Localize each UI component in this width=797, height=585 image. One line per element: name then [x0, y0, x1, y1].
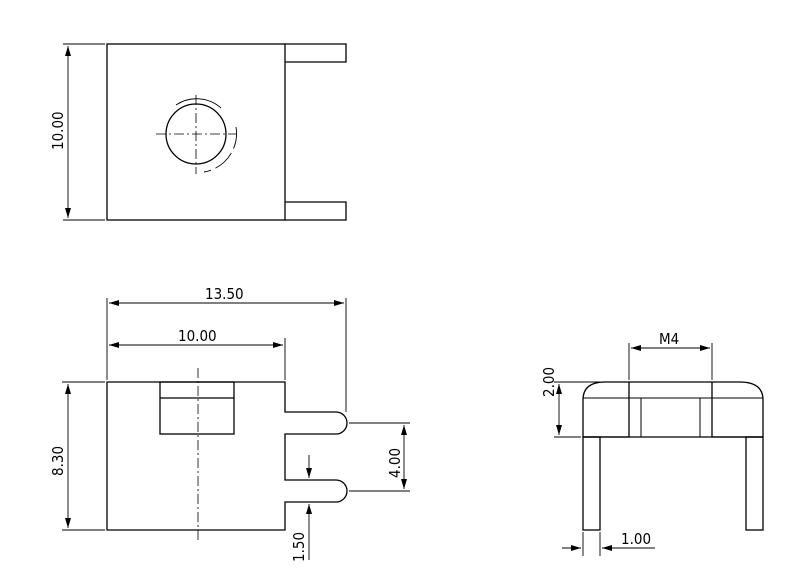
front-bore — [159, 381, 235, 435]
dim-top-height: 10.00 — [49, 111, 67, 150]
section-left-leg — [582, 436, 601, 531]
dim-slot-width: 1.50 — [290, 532, 308, 562]
section-right-leg — [745, 436, 764, 531]
thread-outer-arc — [203, 126, 237, 173]
dim-body-length: 10.00 — [178, 327, 217, 345]
dim-overall-length: 13.50 — [205, 285, 244, 303]
section-thread-left — [628, 397, 642, 438]
top-view-body — [106, 43, 286, 221]
top-view: 10.00 — [49, 43, 347, 221]
section-top-plate-left — [582, 381, 630, 438]
top-view-lower-tab — [285, 201, 347, 221]
front-view: 13.50 10.00 8.30 4.00 1.50 — [49, 285, 410, 562]
dim-thread: M4 — [659, 330, 679, 348]
section-thread-right — [699, 397, 713, 438]
dim-wall-thickness: 1.00 — [621, 530, 651, 548]
dim-body-height: 8.30 — [49, 446, 67, 476]
dim-slot-pitch: 4.00 — [386, 448, 404, 478]
section-view: M4 2.00 1.00 — [540, 330, 764, 556]
front-view-outline — [106, 381, 348, 531]
dim-plate-thickness: 2.00 — [540, 367, 558, 397]
section-top-plate-right — [711, 381, 764, 438]
top-view-upper-tab — [285, 43, 347, 63]
thread-upper-arc — [175, 98, 222, 109]
